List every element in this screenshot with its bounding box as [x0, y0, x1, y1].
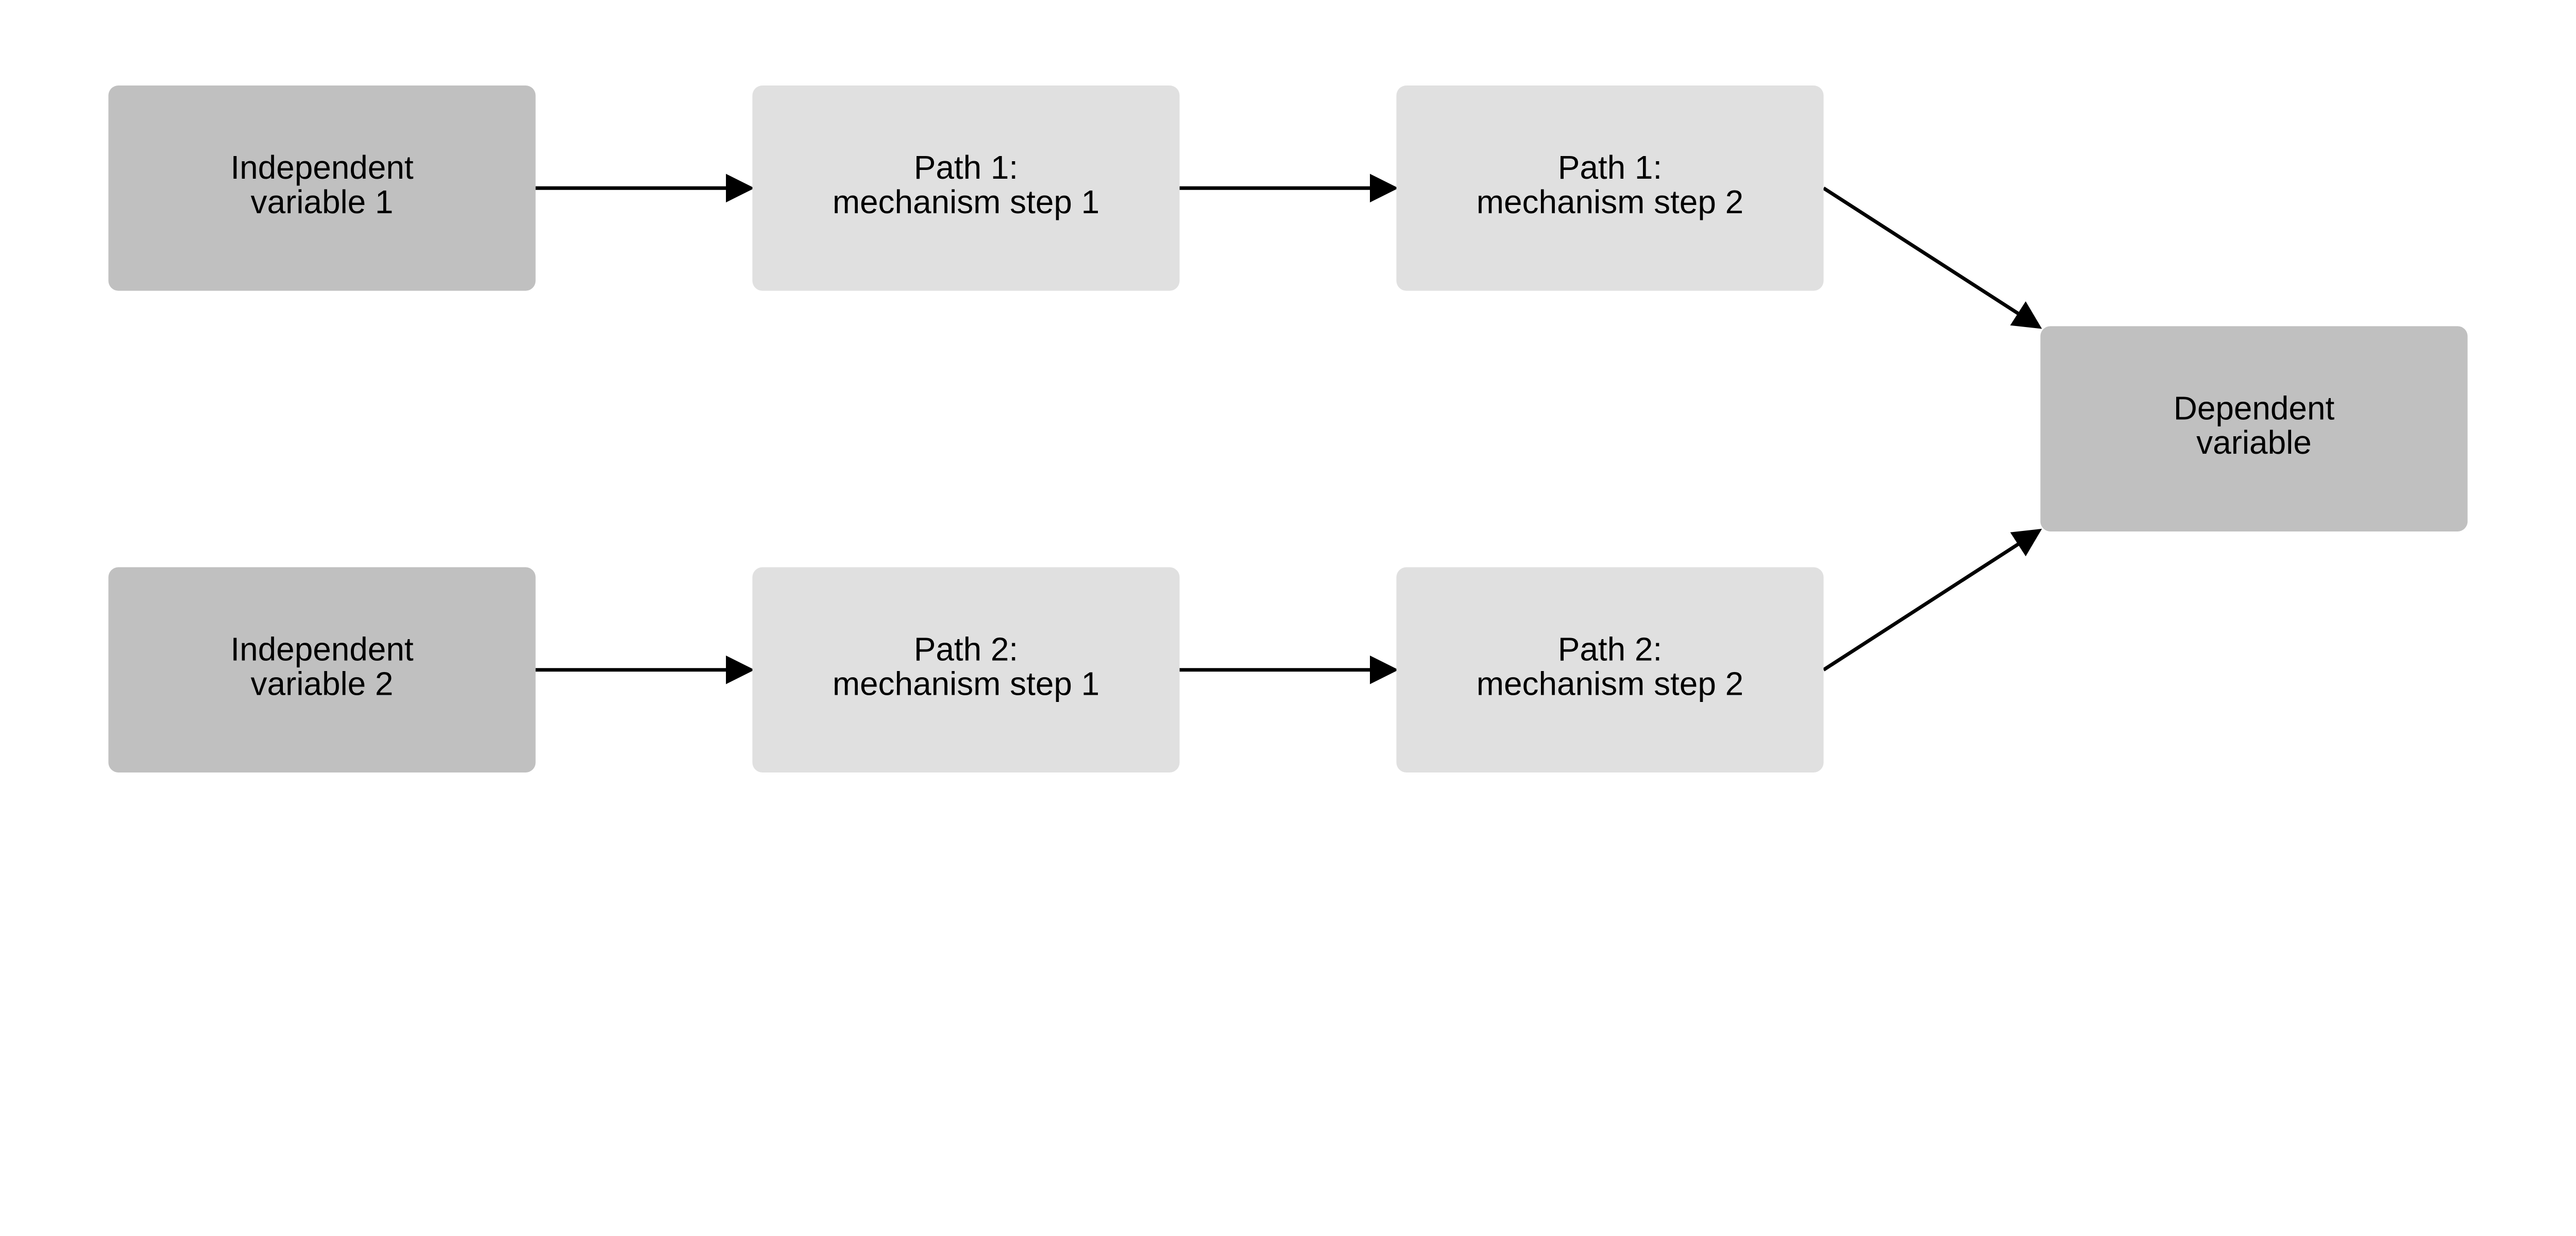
node-label: mechanism step 2	[1477, 183, 1743, 220]
node-label: Independent	[230, 631, 413, 668]
node-box	[752, 567, 1180, 772]
node-box	[108, 85, 536, 291]
node-p2s2: Path 2:mechanism step 2	[1396, 567, 1824, 772]
node-label: Path 2:	[1558, 631, 1662, 668]
node-label: Path 2:	[914, 631, 1018, 668]
arrow-p1s2-to-dv	[1822, 186, 2042, 329]
node-label: mechanism step 1	[833, 183, 1099, 220]
node-box	[2040, 326, 2468, 531]
node-box	[752, 85, 1180, 291]
node-label: variable	[2196, 424, 2312, 461]
arrows	[535, 174, 2042, 684]
node-box	[1396, 85, 1824, 291]
node-box	[1396, 567, 1824, 772]
node-p1s1: Path 1:mechanism step 1	[752, 85, 1180, 291]
node-p2s1: Path 2:mechanism step 1	[752, 567, 1180, 772]
node-p1s2: Path 1:mechanism step 2	[1396, 85, 1824, 291]
node-label: mechanism step 2	[1477, 665, 1743, 702]
node-box	[108, 567, 536, 772]
node-label: Path 1:	[1558, 149, 1662, 186]
node-label: mechanism step 1	[833, 665, 1099, 702]
node-label: Dependent	[2174, 390, 2335, 427]
node-label: variable 1	[251, 183, 394, 220]
node-label: Independent	[230, 149, 413, 186]
node-label: variable 2	[251, 665, 394, 702]
arrow-p2s2-to-dv	[1822, 528, 2042, 672]
node-label: Path 1:	[914, 149, 1018, 186]
